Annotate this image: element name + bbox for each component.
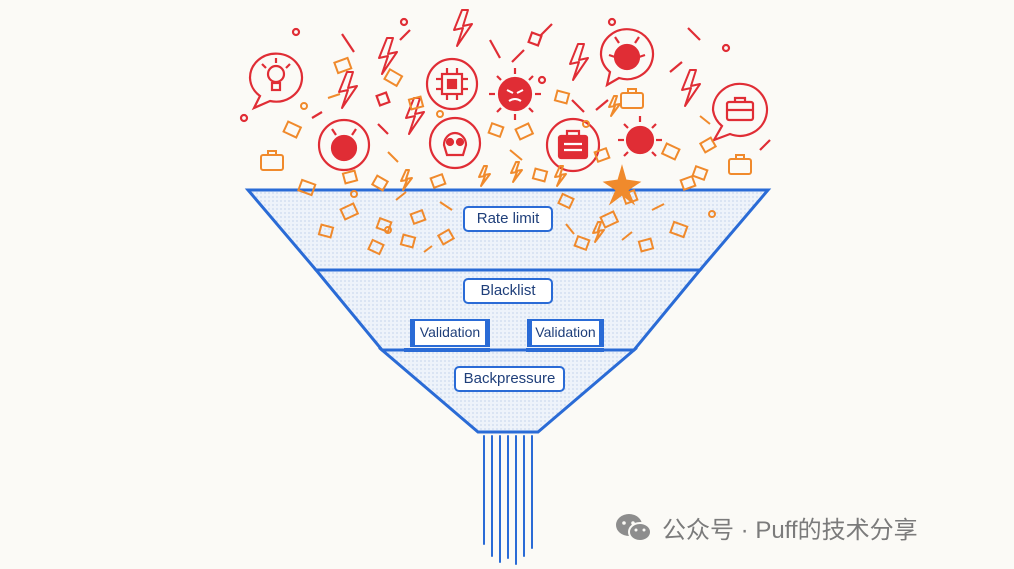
rate-limit-label: Rate limit: [463, 206, 553, 232]
validation-gate-right: Validation: [527, 319, 604, 347]
lightbulb-icon: [248, 52, 304, 111]
validation-gate-left: Validation: [410, 319, 490, 347]
bug-face-icon: [599, 28, 655, 88]
briefcase-icon: [711, 82, 769, 143]
skull-icon: [428, 116, 482, 170]
threat-icons: [239, 8, 771, 173]
chip-icon: [425, 57, 479, 111]
backpressure-label: Backpressure: [454, 366, 565, 392]
angry-face-icon: [489, 68, 541, 120]
angry-face-icon: [618, 116, 662, 157]
watermark: 公众号 · Puff的技术分享: [614, 510, 918, 545]
watermark-text: 公众号 · Puff的技术分享: [662, 517, 918, 544]
blacklist-label: Blacklist: [463, 278, 553, 304]
briefcase-icon: [260, 150, 284, 171]
toolbox-icon: [545, 117, 601, 173]
burst-star-icon: [602, 164, 642, 206]
wechat-logo-icon: [616, 513, 652, 542]
bug-face-icon: [317, 118, 371, 172]
briefcase-icon: [620, 88, 644, 109]
output-streams: [483, 435, 533, 565]
debris-particles: [260, 56, 752, 256]
briefcase-icon: [728, 154, 752, 175]
